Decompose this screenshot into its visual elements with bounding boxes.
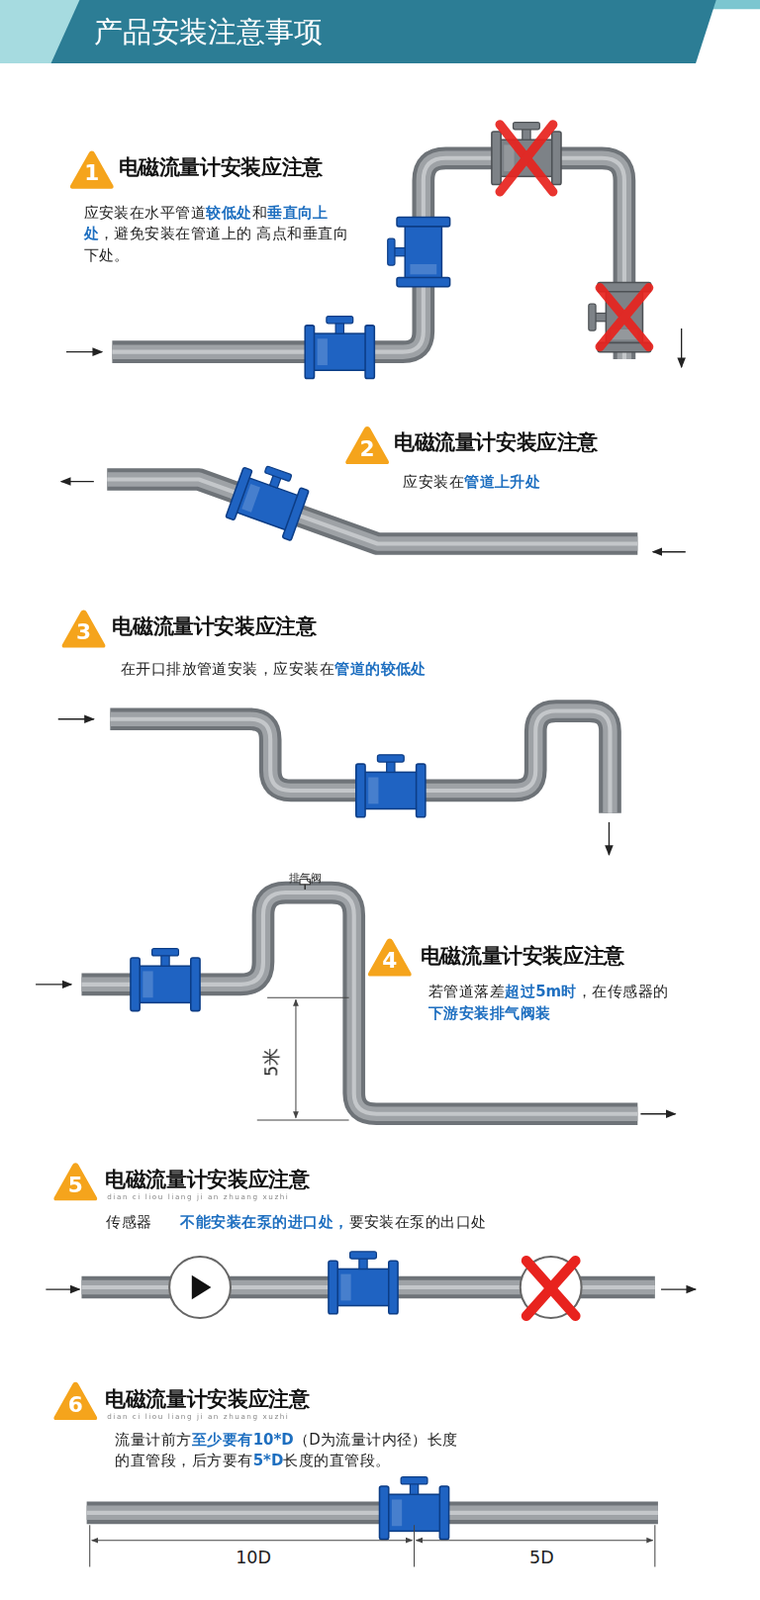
section-heading: 电磁流量计安装应注意 <box>111 613 316 642</box>
highlight-text: 管道的较低处 <box>334 661 427 677</box>
callout-number: 2 <box>344 436 389 462</box>
note-text: 和 <box>252 203 268 220</box>
dimension-label: 10D <box>232 1547 275 1569</box>
highlight-text: 较低处 <box>205 203 252 220</box>
note-text: 在开口排放管道安装，应安装在管道的较低处 <box>120 659 550 681</box>
highlight-text: 不能安装在泵的进口处， <box>180 1214 349 1231</box>
note-text: ，在传感器的 <box>576 983 669 1000</box>
note-text: 应安装在 <box>402 473 465 489</box>
note-text: 在开口排放管道安装，应安装在 <box>120 661 335 677</box>
pinyin-label: dian ci liou liang ji an zhuang xuzhi <box>106 1413 289 1422</box>
section-heading: 电磁流量计安装应注意 <box>118 154 323 183</box>
section-heading: 电磁流量计安装应注意 <box>104 1385 309 1414</box>
section-heading: 电磁流量计安装应注意 <box>420 943 625 971</box>
warning-callout: 3电磁流量计安装应注意在开口排放管道安装，应安装在管道的较低处 <box>61 607 106 649</box>
note-text: 若管道落差超过5m时，在传感器的下游安装排气阀装 <box>428 981 679 1025</box>
highlight-text: 至少要有10*D <box>191 1430 294 1447</box>
note-text: 若管道落差 <box>428 983 505 1000</box>
note-text: ，避免安装在管道上的 高点和垂直向下处。 <box>84 225 350 264</box>
warning-callout: 2电磁流量计安装应注意应安装在管道上升处 <box>344 424 389 466</box>
callout-number: 5 <box>53 1173 98 1199</box>
highlight-text: 5*D <box>253 1452 285 1469</box>
highlight-text: 超过5m时 <box>504 983 576 1000</box>
warning-callout: 1电磁流量计安装应注意应安装在水平管道较低处和垂直向上处，避免安装在管道上的 高… <box>69 149 114 190</box>
highlight-text: 管道上升处 <box>464 473 541 489</box>
part-label: 排气阀 <box>288 869 323 885</box>
note-text: 传感器 <box>105 1214 152 1231</box>
note-text: 流量计前方 <box>114 1430 191 1447</box>
dimension-label: 5米 <box>259 1047 284 1077</box>
note-text: 流量计前方至少要有10*D（D为流量计内径）长度的直管段，后方要有5*D长度的直… <box>114 1428 473 1472</box>
callout-number: 6 <box>53 1392 98 1418</box>
note-text: 要安装在泵的出口处 <box>349 1214 487 1231</box>
section-heading: 电磁流量计安装应注意 <box>104 1165 309 1194</box>
page-title: 产品安装注意事项 <box>94 12 323 52</box>
note-text: 应安装在水平管道 <box>84 203 207 220</box>
callout-number: 4 <box>367 949 412 974</box>
note-text: 应安装在管道上升处 <box>402 471 709 493</box>
highlight-text: 下游安装排气阀装 <box>428 1004 552 1021</box>
note-text: 应安装在水平管道较低处和垂直向上处，避免安装在管道上的 高点和垂直向下处。 <box>84 201 352 267</box>
pinyin-label: dian ci liou liang ji an zhuang xuzhi <box>106 1193 289 1202</box>
warning-callout: 6电磁流量计安装应注意流量计前方至少要有10*D（D为流量计内径）长度的直管段，… <box>53 1380 98 1422</box>
callout-number: 1 <box>69 161 114 187</box>
dimension-label: 5D <box>526 1547 558 1569</box>
note-text: 长度的直管段。 <box>283 1452 390 1469</box>
warning-callout: 5电磁流量计安装应注意传感器不能安装在泵的进口处，要安装在泵的出口处 <box>53 1160 98 1202</box>
note-text: 传感器 不能安装在泵的进口处，要安装在泵的出口处 <box>105 1212 719 1235</box>
section-heading: 电磁流量计安装应注意 <box>393 428 598 457</box>
warning-callout: 4电磁流量计安装应注意若管道落差超过5m时，在传感器的下游安装排气阀装 <box>367 936 412 977</box>
callout-number: 3 <box>61 620 106 646</box>
